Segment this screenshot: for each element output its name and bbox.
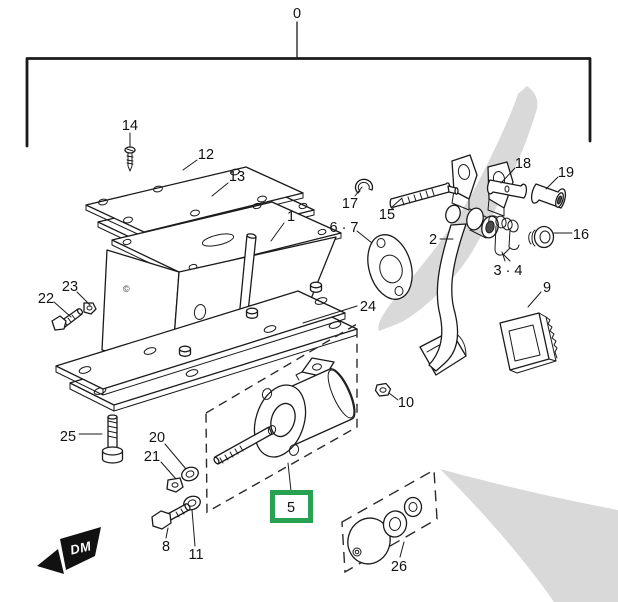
pedal-roller — [445, 204, 461, 224]
highlight-box-part5[interactable] — [270, 490, 313, 523]
callout-21[interactable]: 21 — [144, 449, 160, 465]
part-20-washer — [181, 466, 199, 482]
pedal-pivot-tube — [466, 207, 484, 231]
callout-6-7[interactable]: 6 · 7 — [329, 220, 358, 236]
callout-3-4[interactable]: 3 · 4 — [493, 263, 522, 279]
plate-12-holes — [98, 168, 267, 224]
callout-15[interactable]: 15 — [379, 207, 395, 223]
callout-9[interactable]: 9 — [543, 280, 551, 296]
callout-22[interactable]: 22 — [38, 291, 54, 307]
part-10-nut — [374, 382, 392, 397]
part-25-bolt — [101, 414, 124, 464]
bracket-base-plate — [55, 290, 346, 396]
maker-stamp: © — [123, 284, 130, 294]
part-8-bolt — [151, 503, 191, 530]
part-23-nut — [83, 302, 97, 315]
part-26-repair-kit — [341, 468, 438, 574]
watermark-swoosh — [378, 86, 538, 331]
callout-8[interactable]: 8 — [162, 539, 170, 555]
leader-lines — [53, 132, 573, 558]
callout-16[interactable]: 16 — [573, 227, 589, 243]
part-14-screw — [124, 146, 136, 172]
part-21-nut — [166, 477, 184, 493]
callout-24[interactable]: 24 — [360, 299, 376, 315]
part-22-bolt — [51, 308, 84, 331]
callout-1[interactable]: 1 — [287, 209, 295, 225]
callout-2[interactable]: 2 — [429, 232, 437, 248]
kit-dashed-box — [341, 468, 438, 574]
watermark-wedge — [440, 469, 618, 602]
callout-23[interactable]: 23 — [62, 279, 78, 295]
dm-logo: DM — [37, 527, 101, 574]
callout-20[interactable]: 20 — [149, 430, 165, 446]
dm-logo-arrowhead — [37, 549, 64, 574]
callout-14[interactable]: 14 — [122, 118, 138, 134]
callout-19[interactable]: 19 — [558, 165, 574, 181]
callout-10[interactable]: 10 — [398, 395, 414, 411]
part-15-clevis-pin — [389, 182, 459, 209]
part-17-clip — [354, 178, 374, 194]
base-bolts — [178, 281, 323, 357]
part-1-pedal-bracket: © — [55, 201, 358, 412]
callout-18[interactable]: 18 — [515, 156, 531, 172]
part-9-pedal-pad — [499, 312, 558, 374]
callouts: 0 1 12 13 14 22 23 25 20 21 8 11 10 24 2… — [38, 6, 589, 575]
callout-13[interactable]: 13 — [229, 169, 245, 185]
part-16-grommet — [528, 225, 555, 249]
callout-12[interactable]: 12 — [198, 147, 214, 163]
dm-logo-text: DM — [69, 538, 94, 558]
pedal-clevis-left-ear — [451, 154, 478, 200]
part-2-pedal — [419, 154, 514, 376]
callout-26[interactable]: 26 — [391, 559, 407, 575]
dm-logo-flag — [60, 527, 101, 570]
part-18-pin — [486, 179, 528, 199]
callout-11[interactable]: 11 — [188, 547, 203, 563]
callout-17[interactable]: 17 — [342, 196, 358, 212]
part-19-bushing — [530, 183, 567, 209]
figure-frame — [25, 21, 592, 148]
part-3-4-return-spring — [488, 215, 520, 262]
callout-0[interactable]: 0 — [293, 6, 301, 22]
part-5-master-cylinder — [205, 322, 358, 514]
pedal-arm — [428, 223, 467, 372]
callout-5[interactable]: 5 — [287, 500, 295, 516]
part-6-7-gasket — [367, 234, 413, 300]
cylinder-dashed-box — [205, 322, 358, 514]
callout-25[interactable]: 25 — [60, 429, 76, 445]
